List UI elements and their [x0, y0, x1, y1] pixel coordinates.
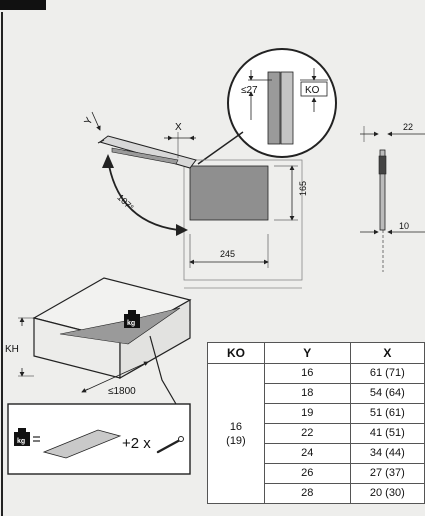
header-ko: KO: [207, 342, 265, 364]
spec-table-header: KO Y X: [207, 342, 425, 364]
y-cell: 24: [263, 443, 351, 464]
detail-door-edge: [280, 71, 294, 145]
ko-label: KO: [305, 85, 320, 96]
y-cell: 26: [263, 463, 351, 484]
width-dimension-label: 245: [220, 249, 235, 259]
max-gap-label: ≤27: [241, 85, 258, 96]
mechanism-body: [189, 165, 269, 221]
y-cell: 19: [263, 403, 351, 424]
length-label: ≤1800: [108, 386, 136, 397]
table-row: 26 27 (37): [208, 463, 425, 484]
edge-bottom-dimension: 10: [399, 221, 409, 231]
edge-top-dimension: 22: [403, 122, 413, 132]
x-cell: 41 (51): [349, 423, 425, 444]
x-dimension-label: X: [175, 122, 182, 133]
x-cell: 34 (44): [349, 443, 425, 464]
y-cell: 28: [263, 483, 351, 504]
kit-weight-icon-label: kg: [17, 438, 25, 445]
cabinet-isometric: kg KH ≤1800: [5, 277, 192, 405]
header-y: Y: [263, 342, 351, 364]
x-cell: 51 (61): [349, 403, 425, 424]
ko-value: 16: [229, 420, 243, 433]
lift-stay-side-view: Y X 107° 245 165: [83, 111, 308, 289]
y-dimension-label: Y: [83, 115, 96, 127]
opening-angle-arc: [107, 159, 179, 231]
cabinet-outline: [183, 159, 303, 281]
table-row: 28 20 (30): [208, 483, 425, 504]
table-row: 19 51 (61): [208, 403, 425, 424]
ko-box: [300, 81, 328, 97]
kit-contents-box: kg +2 x: [7, 403, 191, 475]
edge-profile: 22 10: [360, 122, 425, 272]
kh-label: KH: [5, 344, 19, 355]
height-dimension-label: 165: [298, 181, 308, 196]
cabinet-weight-icon-label: kg: [127, 320, 135, 327]
detail-panel-edge: [267, 71, 281, 145]
y-cell: 16: [263, 363, 351, 384]
ko-value-cell: 16(19): [207, 363, 265, 504]
kit-weight-icon: [14, 432, 30, 446]
cabinet-weight-icon: [124, 314, 140, 328]
detail-magnifier: ≤27 KO: [227, 48, 337, 158]
kit-door-panel: [42, 429, 122, 459]
table-row: 16(19) 16 61 (71): [207, 363, 425, 504]
y-cell: 18: [263, 383, 351, 404]
ko-value-alt: (19): [226, 434, 246, 447]
x-cell: 54 (64): [349, 383, 425, 404]
spec-table: KO Y X 16(19) 16 61 (71) 18 54 (64) 19 5…: [207, 342, 425, 504]
kit-stay-icon: [156, 438, 182, 454]
magnifier-connector: [197, 131, 244, 165]
kit-quantity-label: +2 x: [122, 435, 151, 452]
x-cell: 20 (30): [349, 483, 425, 504]
header-x: X: [349, 342, 425, 364]
y-cell: 22: [263, 423, 351, 444]
x-cell: 27 (37): [349, 463, 425, 484]
x-cell: 61 (71): [349, 363, 425, 384]
page-corner-tab: [0, 0, 46, 10]
